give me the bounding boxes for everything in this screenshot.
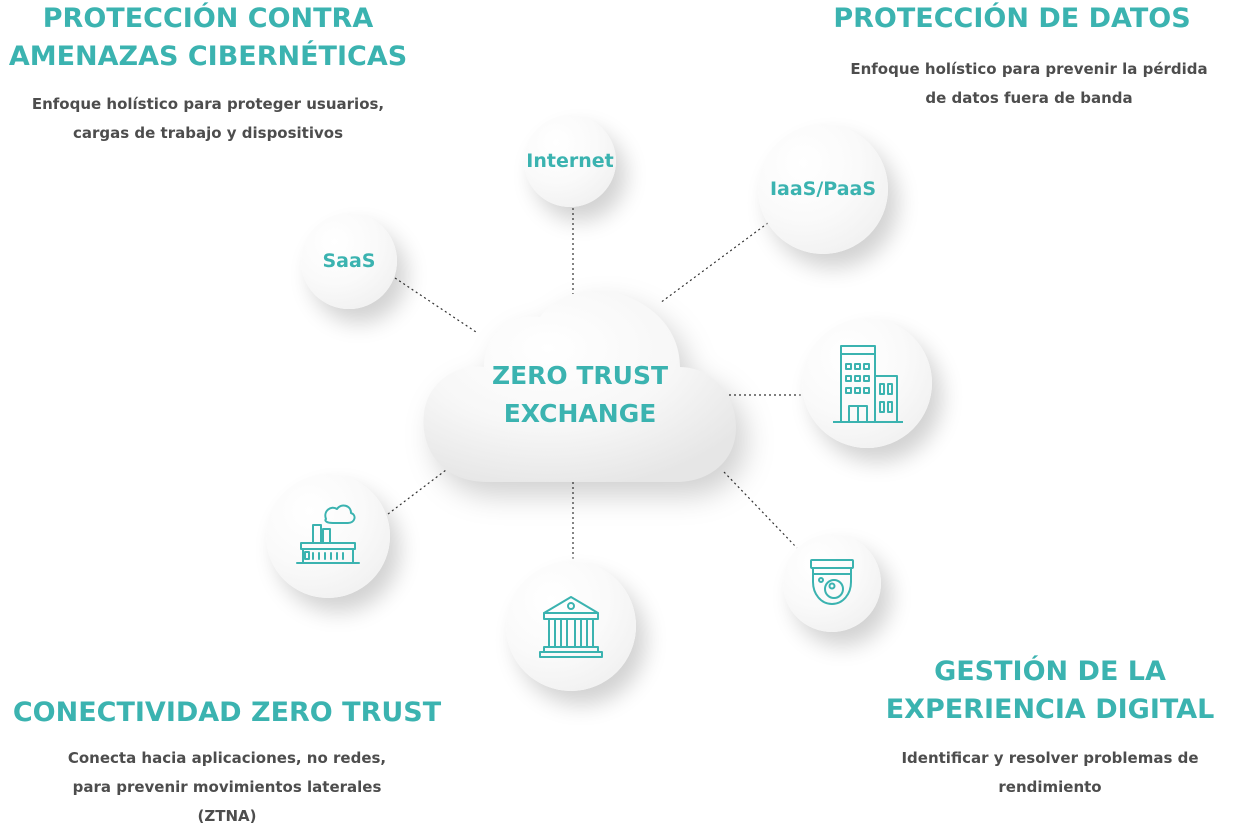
data-protection-title: PROTECCIÓN DE DATOS [833, 3, 1191, 34]
iaas-paas-node: IaaS/PaaS [758, 124, 888, 254]
digital-experience-title: GESTIÓN DE LA EXPERIENCIA DIGITAL [885, 656, 1215, 725]
internet-label: Internet [526, 150, 614, 172]
threat-protection-description: Enfoque holístico para proteger usuarios… [31, 95, 385, 142]
security-camera-icon [810, 559, 854, 605]
iaas-paas-label: IaaS/PaaS [769, 178, 877, 200]
bank-node [506, 561, 636, 691]
factory-icon [296, 504, 360, 564]
digital-experience-description: Identificar y resolver problemas de rend… [901, 749, 1199, 796]
saas-node: SaaS [301, 213, 397, 309]
factory-node [266, 474, 390, 598]
zero-trust-connectivity-description: Conecta hacia aplicaciones, no redes, pa… [67, 749, 387, 825]
camera-node [783, 534, 881, 632]
hub-title: ZERO TRUST EXCHANGE [491, 361, 669, 428]
bank-building-icon [539, 596, 603, 658]
zero-trust-exchange-hub: ZERO TRUST EXCHANGE [418, 285, 742, 490]
data-protection-description: Enfoque holístico para prevenir la pérdi… [850, 60, 1208, 107]
cloud-icon [423, 290, 736, 482]
office-node [802, 318, 932, 448]
connector-iaas [659, 219, 773, 304]
threat-protection-title: PROTECCIÓN CONTRA AMENAZAS CIBERNÉTICAS [8, 3, 408, 72]
saas-label: SaaS [322, 250, 376, 272]
office-building-icon [833, 345, 903, 423]
connector-saas [394, 277, 477, 333]
connector-factory [387, 469, 447, 515]
internet-node: Internet [524, 115, 616, 207]
zero-trust-connectivity-title: CONECTIVIDAD ZERO TRUST [12, 697, 442, 728]
